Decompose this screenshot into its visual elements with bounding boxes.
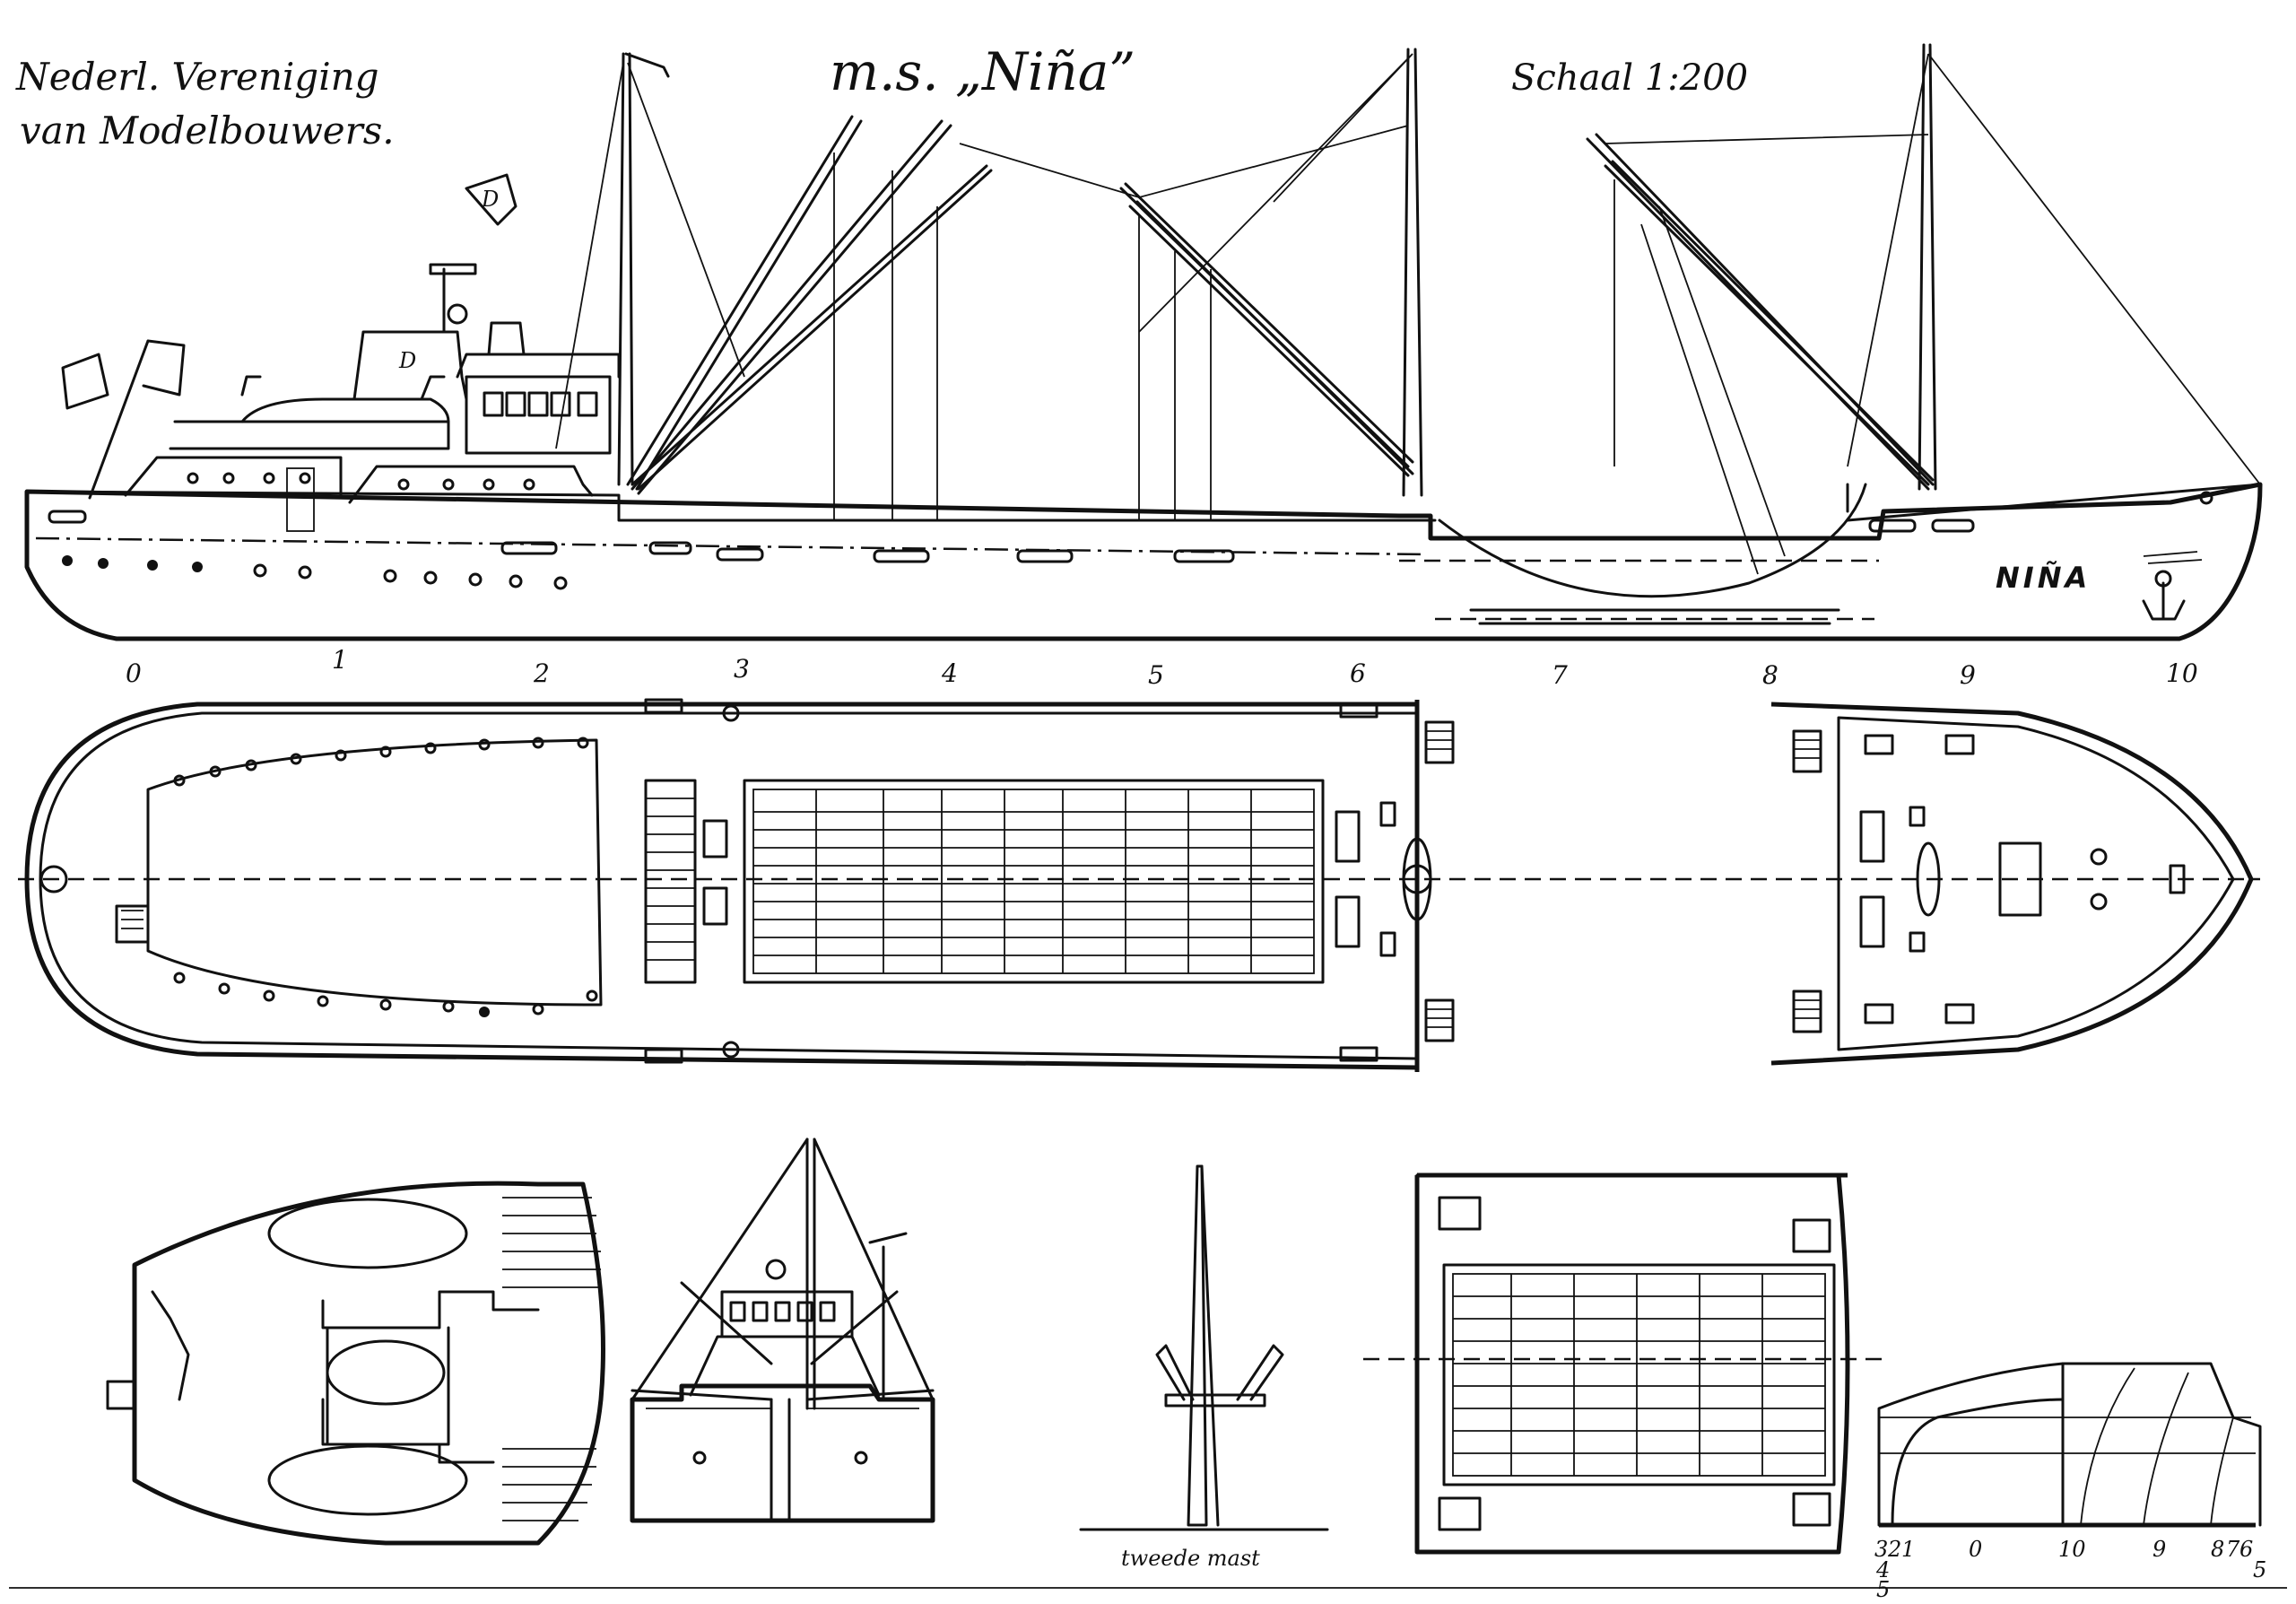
station-10: 10 — [2166, 658, 2198, 688]
second-mast-view: tweede mast — [1079, 1164, 1329, 1571]
station-6: 6 — [1350, 658, 1366, 688]
station-8: 8 — [1762, 660, 1779, 690]
main-cargo-hatch — [743, 779, 1325, 984]
station-5: 5 — [1148, 660, 1164, 690]
body-plan-label-1: 1 — [1901, 1537, 1915, 1562]
second-mast-caption: tweede mast — [1121, 1546, 1260, 1571]
hull-name-label: NIÑA — [1996, 561, 2091, 595]
body-plan-label-5b: 5 — [2253, 1557, 2266, 1582]
station-0: 0 — [126, 658, 142, 688]
society-name-line1: Nederl. Vereniging — [15, 55, 379, 99]
body-plan-label-3: 3 — [1874, 1537, 1888, 1562]
body-plan-label-7: 7 — [2226, 1537, 2240, 1562]
station-7: 7 — [1552, 660, 1568, 690]
station-scale: 0 1 2 3 4 5 6 7 8 9 10 — [126, 645, 2198, 690]
body-plan-label-5a: 5 — [1876, 1577, 1890, 1602]
front-elevation-view — [630, 1138, 935, 1523]
deck-plan-aft — [18, 698, 2260, 1072]
bollards-aft — [173, 737, 598, 1017]
svg-text:D: D — [398, 348, 416, 373]
body-plan-label-9: 9 — [2152, 1537, 2166, 1562]
body-plan-label-2: 2 — [1887, 1537, 1901, 1562]
side-elevation-view: D D — [24, 43, 2263, 641]
scale-label: Schaal 1:200 — [1511, 57, 1748, 99]
forward-hatch-detail — [1363, 1172, 1883, 1555]
station-2: 2 — [533, 658, 550, 688]
deck-plan-forward — [1770, 702, 2254, 1066]
body-plan-label-6: 6 — [2239, 1537, 2253, 1562]
station-3: 3 — [734, 654, 750, 684]
body-plan-label-8: 8 — [2211, 1537, 2224, 1562]
svg-text:D: D — [481, 187, 499, 212]
station-4: 4 — [941, 658, 958, 688]
body-plan-view: 3 2 1 0 10 9 8 7 6 4 5 5 — [1874, 1362, 2266, 1602]
station-1: 1 — [332, 645, 348, 675]
body-plan-label-0: 0 — [1969, 1537, 1982, 1562]
society-name-line2: van Modelbouwers. — [20, 109, 395, 153]
boat-deck-view — [106, 1181, 605, 1546]
body-plan-label-4: 4 — [1875, 1557, 1890, 1582]
station-9: 9 — [1960, 660, 1976, 690]
body-plan-label-10: 10 — [2058, 1537, 2086, 1562]
ship-title: m.s. „Niña” — [830, 41, 1135, 102]
portholes — [62, 491, 2213, 590]
